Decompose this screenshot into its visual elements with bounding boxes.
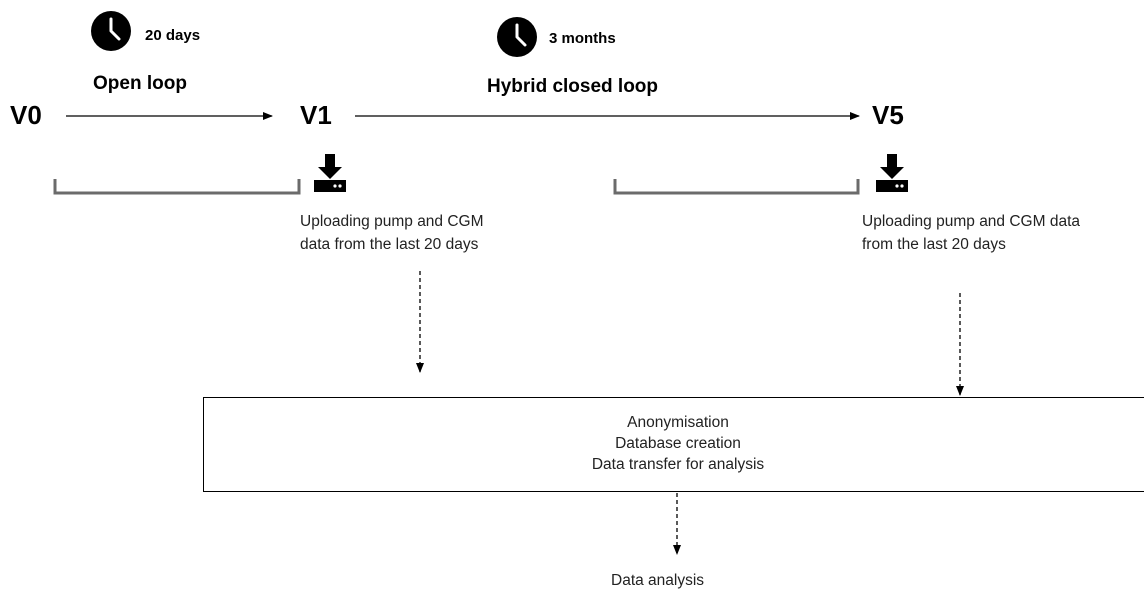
v1-upload-line-1: Uploading pump and CGM xyxy=(300,213,484,230)
hybrid-loop-duration: 3 months xyxy=(549,30,616,47)
bracket-open-loop-window xyxy=(53,179,301,195)
processing-step-data-transfer: Data transfer for analysis xyxy=(591,456,765,473)
processing-step-anonymisation: Anonymisation xyxy=(627,414,729,431)
bracket-hybrid-loop-window xyxy=(613,179,860,195)
v1-upload-description: Uploading pump and CGM data from the las… xyxy=(300,210,484,256)
processing-box: Anonymisation Database creation Data tra… xyxy=(203,397,1144,492)
hybrid-loop-label: Hybrid closed loop xyxy=(487,76,659,97)
data-analysis-label: Data analysis xyxy=(611,572,705,589)
v5-upload-line-1: Uploading pump and CGM data xyxy=(862,213,1080,230)
open-loop-label: Open loop xyxy=(93,73,187,94)
visit-v5-label: V5 xyxy=(872,100,904,130)
processing-steps: Anonymisation Database creation Data tra… xyxy=(204,412,1144,475)
visit-v0-label: V0 xyxy=(10,100,42,130)
open-loop-duration: 20 days xyxy=(145,27,201,44)
download-icon xyxy=(876,154,908,192)
v5-upload-line-2: from the last 20 days xyxy=(862,236,1006,253)
v1-upload-line-2: data from the last 20 days xyxy=(300,236,479,253)
clock-icon xyxy=(91,11,131,51)
download-icon xyxy=(314,154,346,192)
visit-v1-label: V1 xyxy=(300,100,332,130)
clock-icon xyxy=(497,17,537,57)
v5-upload-description: Uploading pump and CGM data from the las… xyxy=(862,210,1080,256)
processing-step-database-creation: Database creation xyxy=(615,435,741,452)
